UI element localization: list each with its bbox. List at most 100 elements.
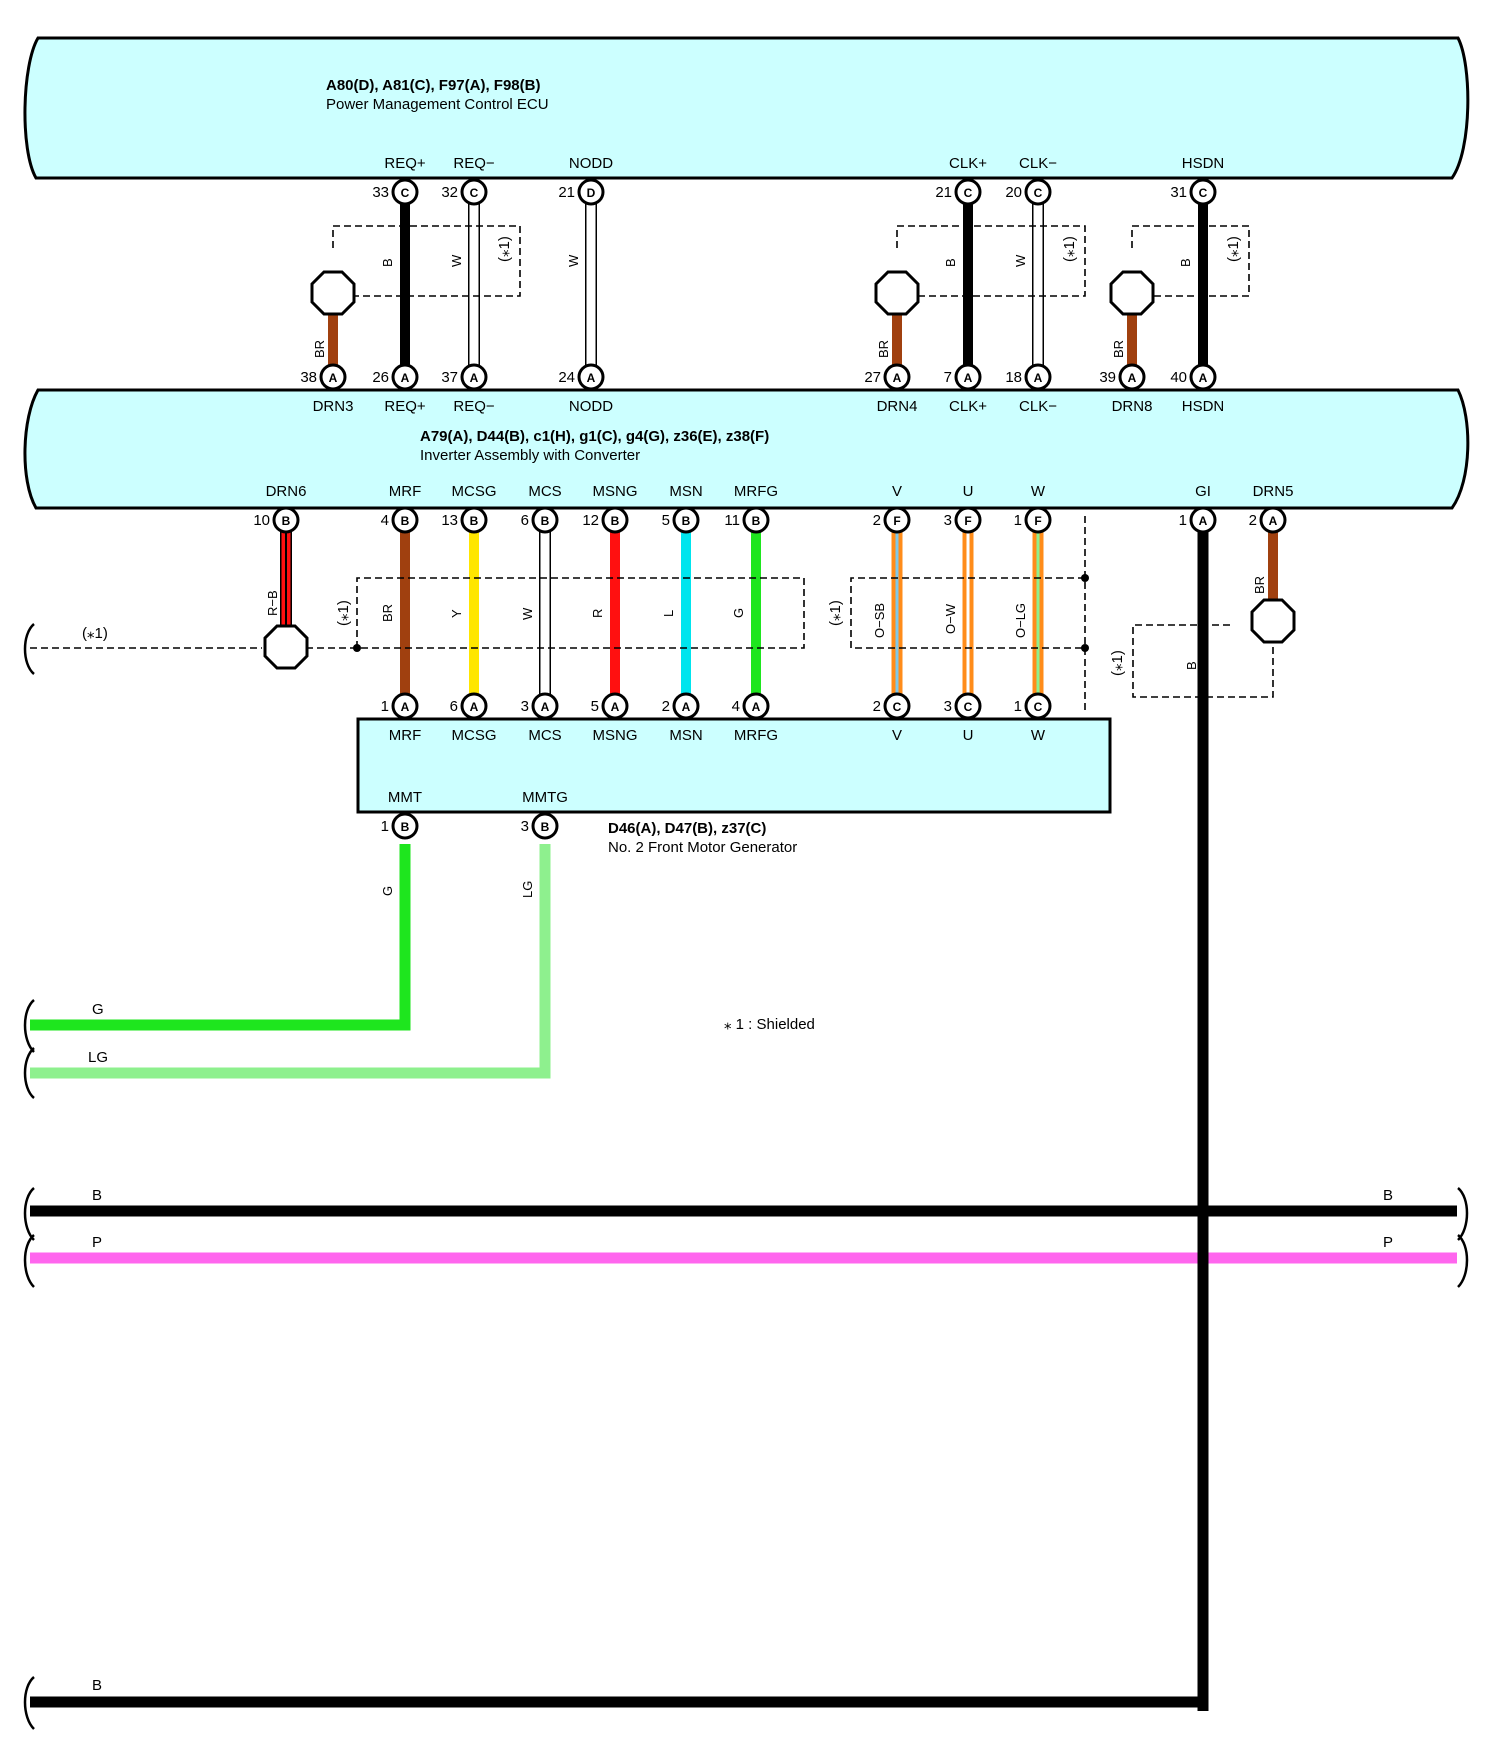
pin-number: 3	[944, 512, 952, 529]
wire-color-label: G	[731, 608, 746, 618]
pin-number: 26	[372, 369, 389, 386]
terminal-circle	[1024, 363, 1052, 391]
bus-label-p-right: P	[1383, 1234, 1393, 1251]
bus-label-b-left: B	[92, 1187, 102, 1204]
pin-number: 6	[521, 512, 529, 529]
mg-connector-ids: D46(A), D47(B), z37(C)	[608, 820, 766, 837]
terminal-name: NODD	[569, 398, 613, 415]
terminal-circle	[531, 506, 559, 534]
terminal-name: REQ+	[384, 155, 426, 172]
ground-symbol-drn5	[1250, 598, 1296, 644]
pin-number: 5	[662, 512, 670, 529]
connector-letter: B	[470, 514, 479, 528]
pin-number: 39	[1099, 369, 1116, 386]
terminal-circle	[460, 692, 488, 720]
pin-number: 5	[591, 698, 599, 715]
shield-box-resolver	[356, 577, 805, 649]
connector-letter: B	[752, 514, 761, 528]
terminal-circle	[954, 363, 982, 391]
terminal-name: MCS	[528, 483, 561, 500]
ground-symbol-drn3	[310, 270, 356, 316]
pin-number: 33	[372, 184, 389, 201]
connector-letter: A	[401, 371, 410, 385]
connector-letter: C	[470, 186, 479, 200]
wire-color-label: B	[943, 258, 958, 267]
pin-number: 3	[944, 698, 952, 715]
terminal-name: DRN6	[266, 483, 307, 500]
shield-label: (⁎1)	[827, 600, 844, 626]
shield-label: (⁎1)	[1109, 650, 1126, 676]
wire-color-label: O−SB	[872, 603, 887, 638]
terminal-name: MCSG	[452, 727, 497, 744]
connector-letter: F	[964, 514, 971, 528]
terminal-name: CLK+	[949, 155, 987, 172]
wire-color-label: L	[661, 610, 676, 617]
pin-number: 2	[873, 512, 881, 529]
connector-letter: A	[611, 700, 620, 714]
terminal-name: HSDN	[1182, 155, 1225, 172]
wire-color-label: G	[380, 886, 395, 896]
terminal-name: MRF	[389, 483, 422, 500]
terminal-circle	[883, 506, 911, 534]
connector-letter: C	[893, 700, 902, 714]
wire-color-label: BR	[876, 340, 891, 358]
connector-letter: A	[470, 371, 479, 385]
connector-letter: C	[964, 700, 973, 714]
wire-color-label: W	[1013, 254, 1028, 267]
pin-number: 27	[864, 369, 881, 386]
terminal-name: MRFG	[734, 483, 778, 500]
terminal-name: MCSG	[452, 483, 497, 500]
terminal-name: NODD	[569, 155, 613, 172]
pin-number: 4	[732, 698, 740, 715]
pin-number: 40	[1170, 369, 1187, 386]
terminal-name: REQ−	[453, 398, 495, 415]
inverter-connector-ids: A79(A), D44(B), c1(H), g1(C), g4(G), z36…	[420, 428, 769, 445]
ecu-connector-ids: A80(D), A81(C), F97(A), F98(B)	[326, 77, 540, 94]
terminal-circle	[601, 692, 629, 720]
break-mark-bottom	[23, 1676, 35, 1730]
bus-lines: G LG G LG B B P P B ⁎ 1 : Shielded	[23, 623, 1469, 1730]
terminal-circle	[1118, 363, 1146, 391]
ground-symbol-drn6	[263, 624, 309, 670]
bus-label-b-right: B	[1383, 1187, 1393, 1204]
ground-symbol-drn8	[1109, 270, 1155, 316]
shield-label: (⁎1)	[335, 600, 352, 626]
pin-number: 38	[300, 369, 317, 386]
connector-letter: A	[470, 700, 479, 714]
wire-color-label: R	[590, 609, 605, 618]
terminal-circle	[577, 178, 605, 206]
wire-mmtg	[30, 844, 551, 1079]
wire-color-label: W	[449, 254, 464, 267]
pin-number: 31	[1170, 184, 1187, 201]
connector-letter: C	[1034, 700, 1043, 714]
terminal-name: GI	[1195, 483, 1211, 500]
pin-number: 4	[381, 512, 389, 529]
inverter-assembly: A79(A), D44(B), c1(H), g1(C), g4(G), z36…	[23, 388, 1470, 510]
terminal-circle	[672, 692, 700, 720]
connector-letter: A	[893, 371, 902, 385]
pin-number: 21	[935, 184, 952, 201]
terminal-name: V	[892, 483, 902, 500]
connector-letter: C	[964, 186, 973, 200]
connector-letter: A	[329, 371, 338, 385]
wire-mmt	[30, 844, 411, 1031]
inverter-mg-wires: (⁎1) (⁎1) (⁎1) (⁎1) R−B BR Y W R L G O−S…	[30, 516, 1296, 1711]
connector-letter: A	[587, 371, 596, 385]
terminal-name: V	[892, 727, 902, 744]
ecu-inverter-wires: (⁎1) (⁎1) (⁎1) B W W B W B BR BR BR	[310, 192, 1250, 377]
power-management-ecu: A80(D), A81(C), F97(A), F98(B) Power Man…	[23, 36, 1470, 180]
terminal-circle	[1189, 506, 1217, 534]
terminal-circle	[577, 363, 605, 391]
